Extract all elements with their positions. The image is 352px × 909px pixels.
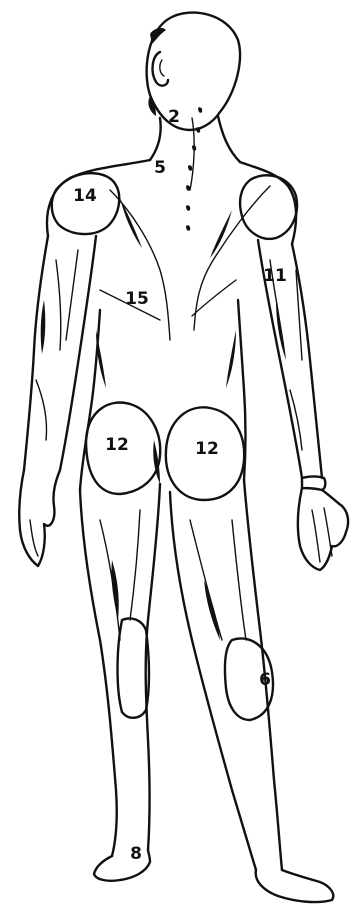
label-6: 6 [259,670,271,690]
right-leg [170,480,333,902]
label-12-left: 12 [105,435,129,455]
right-deltoid [240,175,297,239]
right-arm [258,240,348,570]
label-2: 2 [168,107,180,127]
right-foot [256,870,334,902]
label-12-right: 12 [195,439,219,459]
region-labels: 2 5 14 11 15 12 12 6 8 [73,107,287,864]
left-arm [19,236,96,566]
label-8: 8 [130,844,142,864]
left-leg [80,484,160,881]
left-calf [118,618,150,717]
right-hand [298,488,348,570]
left-hand [19,470,60,566]
head [147,13,240,130]
label-5: 5 [154,158,166,178]
label-14: 14 [73,186,97,206]
label-11: 11 [263,266,287,286]
label-15: 15 [125,289,149,309]
wrist-band [302,477,325,491]
shoulders [52,173,297,239]
